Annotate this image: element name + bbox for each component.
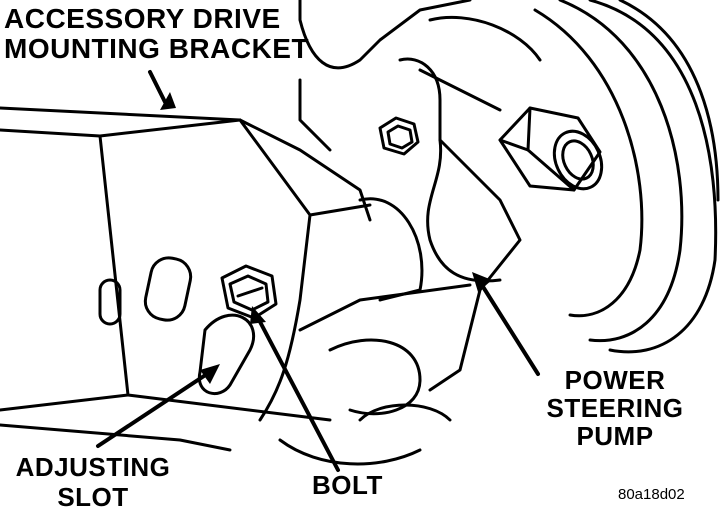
power-steering-pump-label: POWER STEERING PUMP: [530, 366, 700, 450]
bolt-arrowhead: [250, 306, 266, 324]
pulley: [533, 0, 720, 354]
accessory-drive-mounting-bracket-label: ACCESSORY DRIVE MOUNTING BRACKET: [4, 4, 309, 64]
pump-label-line-3: PUMP: [576, 421, 654, 451]
mounting-bracket: [0, 106, 372, 452]
slot-label-line-1: ADJUSTING: [15, 452, 171, 482]
pressure-fitting: [498, 106, 604, 192]
bracket-label-line-1: ACCESSORY DRIVE: [4, 3, 281, 34]
adjusting-slot-label: ADJUSTING SLOT: [8, 452, 178, 512]
engine-casting: [298, 0, 542, 152]
figure-code: 80a18d02: [618, 486, 685, 503]
bracket-arrowhead: [160, 92, 176, 110]
pump-leader: [478, 280, 540, 376]
leader-arrows: [96, 70, 540, 472]
power-steering-pump: [278, 57, 604, 466]
bracket-leader: [148, 70, 168, 106]
pump-label-line-1: POWER: [564, 365, 666, 395]
pump-label-line-2: STEERING: [546, 393, 684, 423]
bolt-leader: [256, 316, 340, 472]
bolt-label: BOLT: [312, 470, 383, 500]
slot-arrowhead: [200, 364, 220, 384]
slot-leader: [96, 370, 212, 448]
pump-arrowhead: [472, 272, 492, 292]
bolt: [220, 264, 278, 320]
slot-label-line-2: SLOT: [57, 482, 129, 512]
bracket-label-line-2: MOUNTING BRACKET: [4, 33, 310, 64]
